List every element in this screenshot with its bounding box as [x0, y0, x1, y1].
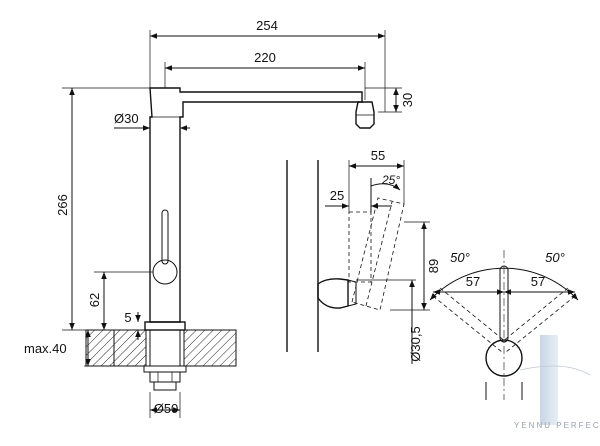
dim-label-max-thickness: max.40 [24, 341, 67, 356]
side-knob-collar [347, 279, 357, 307]
counter-far-left-section [85, 329, 115, 367]
dim-label-swing-right: 57 [531, 274, 545, 289]
side-handle-rotated-axis [365, 201, 393, 307]
dim-label-swing-angle-right: 50° [545, 250, 565, 265]
watermark-swoosh [519, 365, 591, 376]
dim-label-lever-height: 62 [87, 293, 102, 307]
lever-stem [161, 209, 169, 265]
faucet-body-outline [149, 87, 363, 323]
dim-label-handle-height: 89 [426, 259, 441, 273]
top-body-circle [485, 339, 523, 377]
dim-label-handle-offset: 25 [330, 188, 344, 203]
dim-label-body-diameter: Ø30 [114, 111, 139, 126]
dim-arc-handle-angle [370, 183, 401, 191]
dim-label-gap: 5 [124, 310, 131, 325]
swing-spout-left-inner [439, 287, 507, 343]
hose-connector [153, 381, 177, 391]
mount-nut [149, 371, 181, 383]
top-body-sides [485, 382, 523, 400]
dim-label-handle-angle: 25° [381, 173, 400, 187]
side-handle-upright [348, 211, 372, 283]
top-view: YENNU PERFECTA 50° 50° 57 57 [429, 250, 600, 430]
watermark-text: YENNU PERFECTA [514, 421, 600, 430]
dim-label-spout-drop: 30 [400, 93, 415, 107]
dim-label-swing-left: 57 [466, 274, 480, 289]
swing-spout-right-inner [501, 287, 569, 343]
dim-label-spout-reach: 220 [254, 50, 276, 65]
dim-label-total-height: 266 [55, 194, 70, 216]
side-handle-rotated [351, 197, 405, 311]
dim-label-base-diameter: Ø50 [154, 401, 179, 416]
dim-label-handle-reach: 55 [371, 148, 385, 163]
counter-right-section [183, 329, 237, 367]
side-view: 55 25° 25 89 Ø30,5 [286, 148, 441, 364]
base-plate [144, 321, 186, 331]
swing-spout-right-outer [505, 295, 576, 353]
dim-label-handle-diameter: Ø30,5 [408, 326, 423, 361]
mount-washer [143, 365, 187, 373]
side-knob-outline [317, 278, 349, 309]
aerator-outline [355, 101, 375, 129]
counter-left-section [113, 329, 147, 367]
front-view: 254 220 30 Ø30 266 62 5 max.40 Ø50 [24, 18, 415, 418]
dim-label-overall-width: 254 [256, 18, 278, 33]
threaded-mount [149, 329, 181, 367]
dim-label-swing-angle-left: 50° [450, 250, 470, 265]
swing-spout-left-outer [432, 295, 503, 353]
watermark-bar [540, 335, 558, 425]
